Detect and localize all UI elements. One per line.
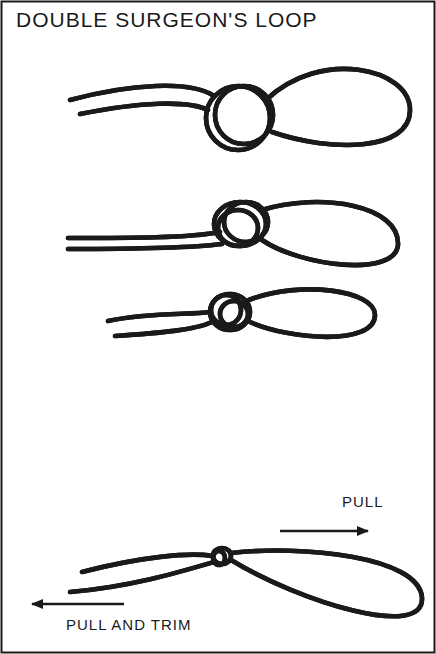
title: DOUBLE SURGEON'S LOOP [16,8,318,32]
pull-arrow [32,603,124,605]
pull-arrow [280,530,368,532]
instruction-label: PULL AND TRIM [66,616,192,633]
instruction-label: PULL [342,493,384,510]
